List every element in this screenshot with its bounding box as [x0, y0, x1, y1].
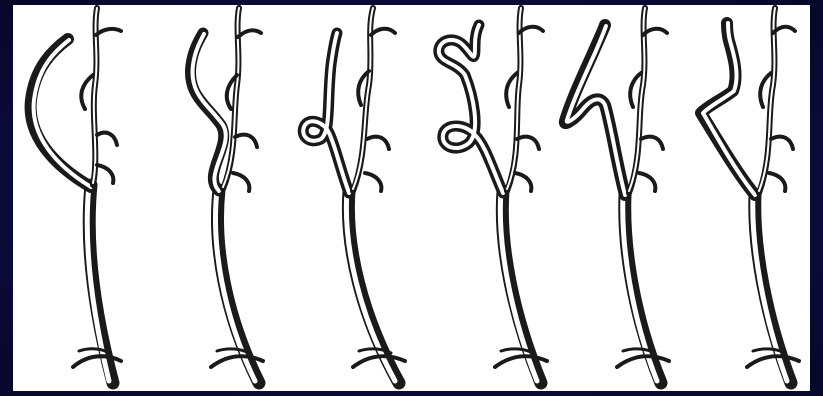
variant-3-single-loop — [303, 8, 405, 383]
variant-1-c-curve — [31, 8, 121, 383]
variant-5-acute-kink — [565, 8, 669, 383]
variant-6-obtuse-kink — [701, 8, 799, 383]
variant-4-double-loop — [439, 8, 547, 383]
carotid-variants-illustration — [13, 5, 810, 391]
variant-2-s-curve — [190, 8, 263, 383]
illustration-panel — [13, 5, 810, 391]
